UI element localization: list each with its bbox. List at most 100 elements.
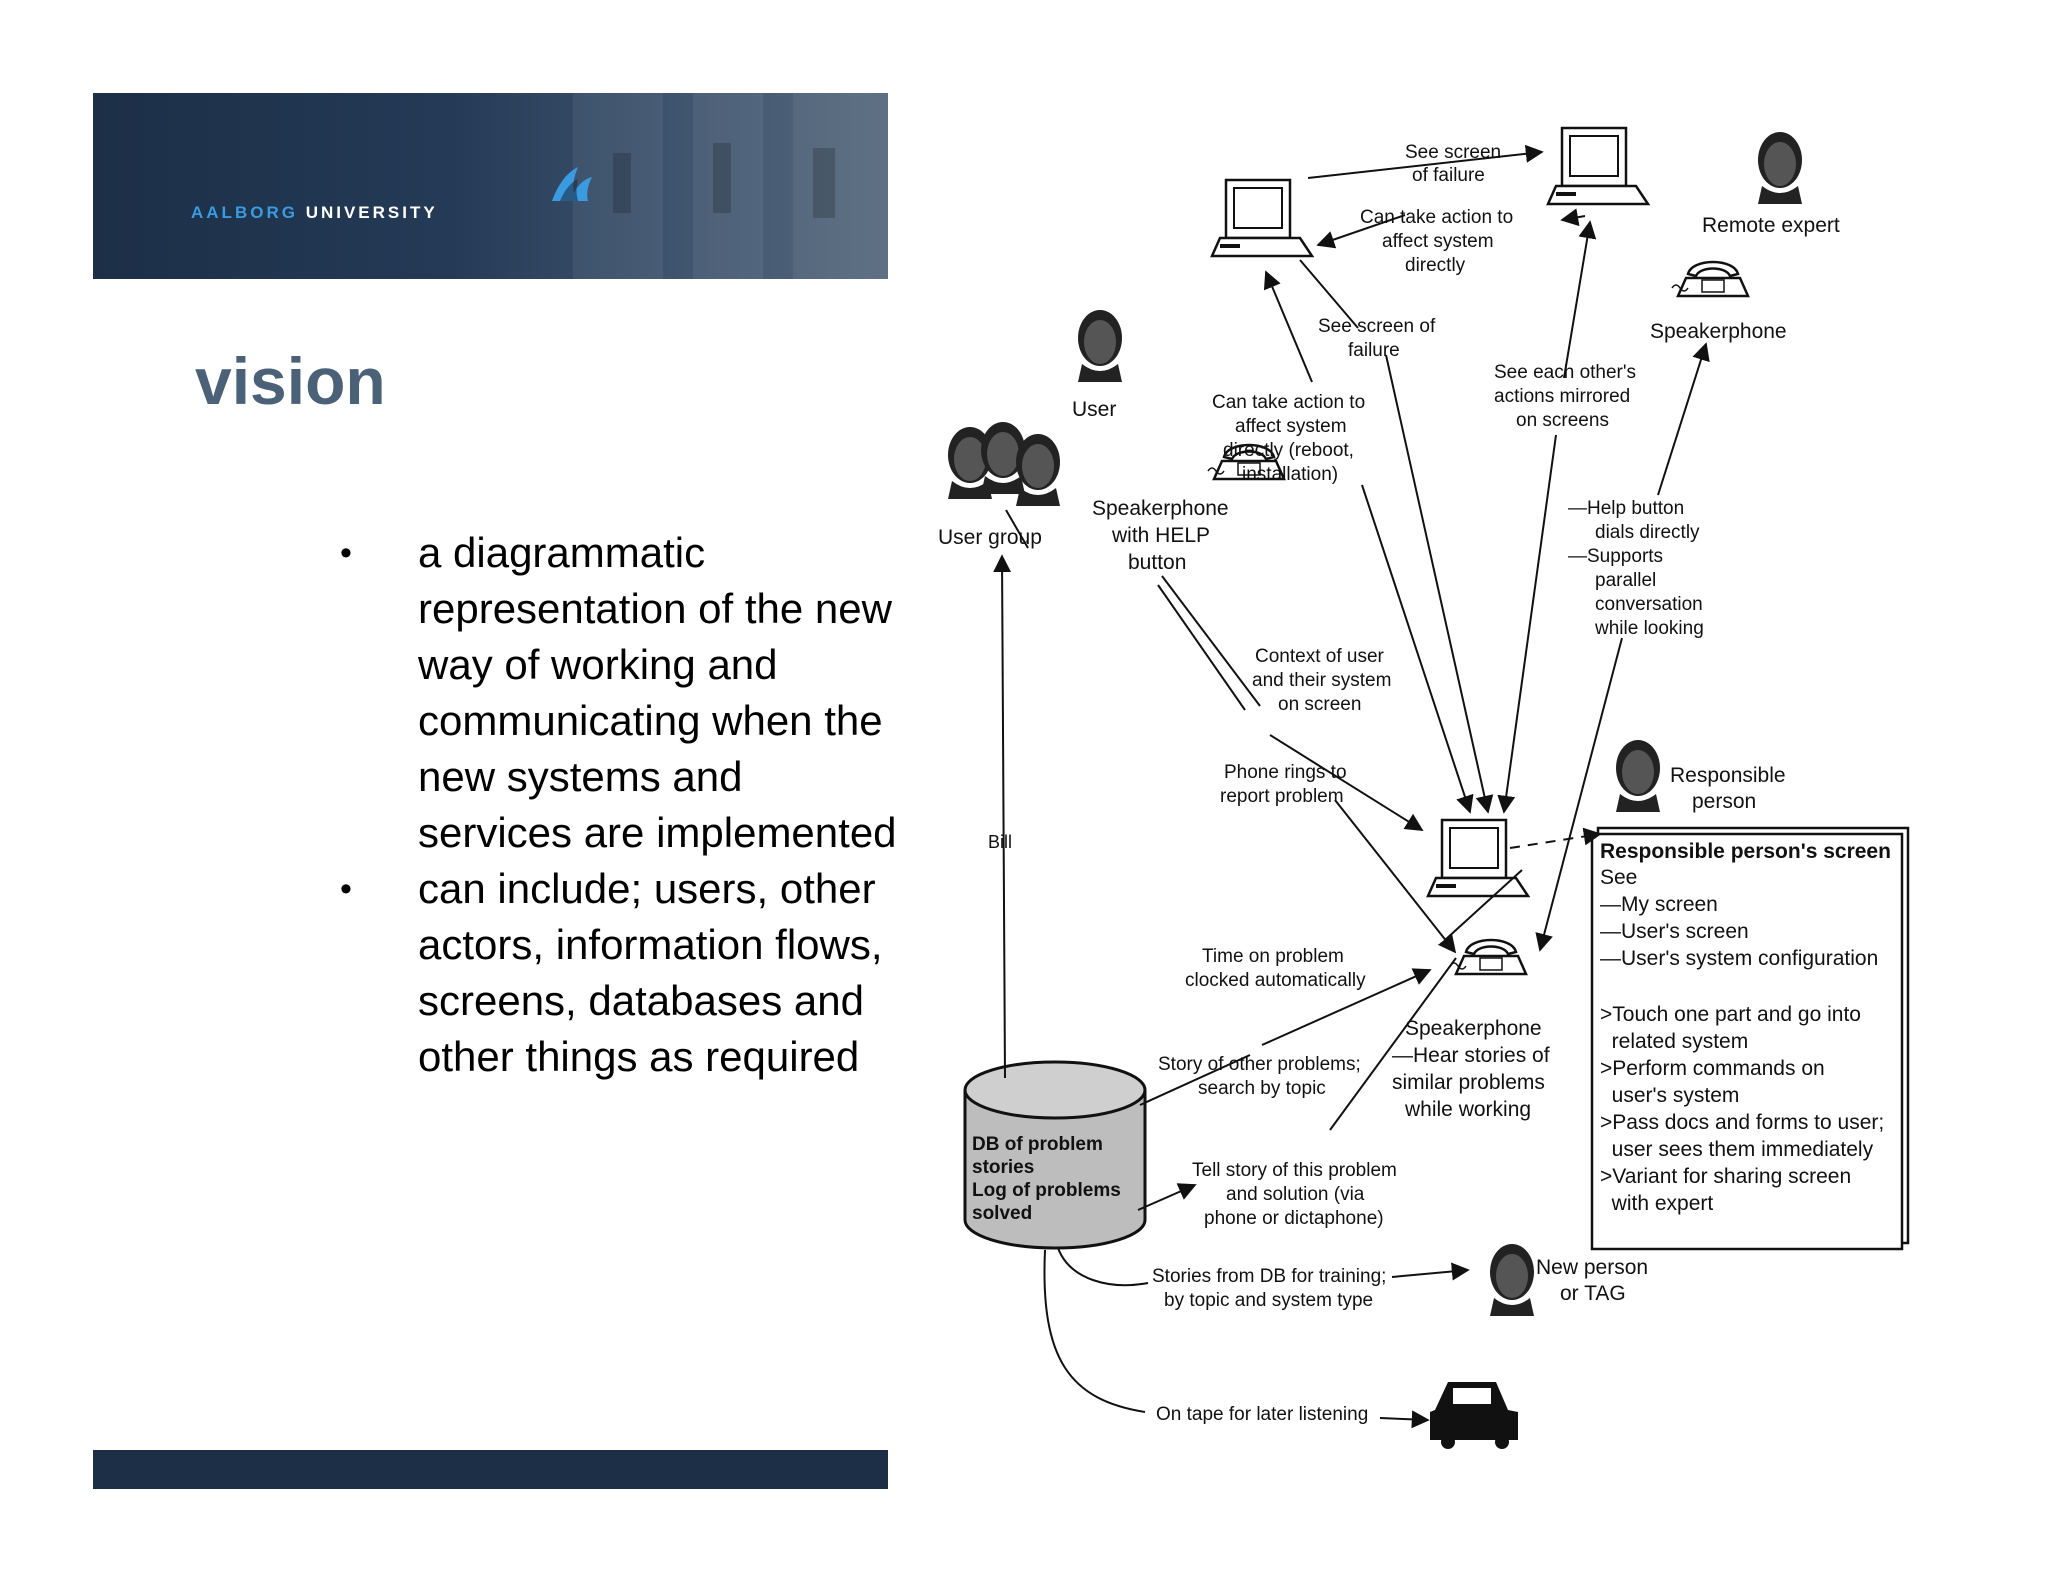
label-line: New person [1536, 1256, 1648, 1279]
label-line: clocked automatically [1185, 970, 1366, 991]
banner-window [813, 148, 835, 218]
label-line: conversation [1595, 594, 1703, 615]
bullet-dot: • [340, 870, 352, 908]
label-line: actions mirrored [1494, 386, 1630, 407]
phone-icon [1448, 938, 1528, 976]
db-label-line: Log of problems [972, 1180, 1121, 1201]
bullet-text: a diagrammatic representation of the new… [418, 529, 897, 856]
new-person-icon [1490, 1244, 1534, 1316]
bullet-item: • a diagrammatic representation of the n… [340, 525, 900, 861]
label-line: Phone rings to [1224, 762, 1347, 783]
label-line: User [1072, 398, 1116, 421]
label-line: directly (reboot, [1223, 440, 1354, 461]
responsible-person-icon [1616, 740, 1660, 812]
bullet-list: • a diagrammatic representation of the n… [340, 525, 900, 1085]
label-line: report problem [1220, 786, 1344, 807]
label-line: failure [1348, 340, 1400, 361]
bullet-dot: • [340, 534, 352, 572]
responsible-screen-line: >Variant for sharing screen [1600, 1165, 1851, 1188]
slide-title: vision [195, 344, 386, 418]
label-line: Context of user [1255, 646, 1385, 667]
car-icon [1430, 1382, 1518, 1449]
banner-window [613, 153, 631, 213]
connector-lines [993, 144, 1710, 1429]
user-group-icon [948, 422, 1060, 506]
label-line: installation) [1242, 464, 1338, 485]
database-icon: DB of problem stories Log of problems so… [963, 1060, 1147, 1250]
responsible-screen-line: See [1600, 866, 1637, 889]
label-line: Story of other problems; [1158, 1054, 1361, 1075]
user-icon [1078, 310, 1122, 382]
label-line: phone or dictaphone) [1204, 1208, 1384, 1229]
label-line: User group [938, 526, 1042, 549]
remote-expert-icon [1758, 132, 1802, 204]
responsible-screen-line: —My screen [1600, 893, 1718, 916]
label-line: —Supports [1568, 546, 1663, 567]
label-line: Can take action to [1212, 392, 1365, 413]
label-line: —Help button [1568, 498, 1684, 519]
label-line: See each other's [1494, 362, 1636, 383]
responsible-screen-line: —User's system configuration [1600, 947, 1878, 970]
label-line: affect system [1382, 231, 1494, 252]
responsible-screen-line: >Perform commands on [1600, 1057, 1825, 1080]
db-label-line: solved [972, 1203, 1032, 1224]
label-line: directly [1405, 255, 1466, 276]
label-line: Can take action to [1360, 207, 1513, 228]
responsible-screen-line: with expert [1600, 1192, 1713, 1215]
label-line: or TAG [1560, 1282, 1626, 1305]
responsible-screen-line: —User's screen [1600, 920, 1749, 943]
banner-building-shape [793, 93, 888, 279]
label-line: person [1692, 790, 1756, 813]
banner-window [713, 143, 731, 213]
responsible-screen-line: user sees them immediately [1600, 1138, 1874, 1161]
label-line: See screen [1405, 142, 1501, 163]
label-line: similar problems [1392, 1071, 1545, 1094]
label-line: Stories from DB for training; [1152, 1266, 1386, 1287]
logo-word-aalborg: AALBORG [191, 203, 298, 222]
computer-icon [1426, 818, 1530, 898]
label-line: dials directly [1595, 522, 1700, 543]
responsible-screen-line: >Touch one part and go into [1600, 1003, 1861, 1026]
label-line: Time on problem [1202, 946, 1344, 967]
label-line: parallel [1595, 570, 1656, 591]
bullet-item: • can include; users, other actors, info… [340, 861, 900, 1085]
computer-icon [1210, 178, 1314, 258]
label-line: See screen of [1318, 316, 1436, 337]
label-line: and solution (via [1226, 1184, 1365, 1205]
label-line: Bill [988, 832, 1012, 852]
label-line: Remote expert [1702, 214, 1840, 237]
label-line: Speakerphone [1092, 497, 1229, 520]
label-line: Speakerphone [1405, 1017, 1542, 1040]
label-line: Responsible [1670, 764, 1786, 787]
responsible-screen-line: related system [1600, 1030, 1748, 1053]
label-line: while working [1404, 1098, 1531, 1121]
label-line: while looking [1594, 618, 1704, 639]
responsible-screen-line: user's system [1600, 1084, 1739, 1107]
phone-icon [1670, 260, 1750, 298]
label-line: and their system [1252, 670, 1391, 691]
header-banner: AALBORG UNIVERSITY [93, 93, 888, 279]
computer-icon [1546, 126, 1650, 206]
responsible-screen-box: Responsible person's screen See —My scre… [1590, 826, 1910, 1251]
label-line: on screen [1278, 694, 1361, 715]
label-line: with HELP [1111, 524, 1210, 547]
db-label-line: stories [972, 1157, 1034, 1178]
logo-word-university: UNIVERSITY [305, 203, 438, 222]
label-line: Speakerphone [1650, 320, 1787, 343]
db-label-line: DB of problem [972, 1134, 1103, 1155]
responsible-screen-line: >Pass docs and forms to user; [1600, 1111, 1884, 1134]
label-line: On tape for later listening [1156, 1404, 1368, 1425]
banner-building-shape [693, 93, 763, 279]
label-line: Tell story of this problem [1192, 1160, 1397, 1181]
label-line: on screens [1516, 410, 1609, 431]
university-name: AALBORG UNIVERSITY [191, 203, 438, 223]
vision-diagram: DB of problem stories Log of problems so… [938, 126, 1910, 1449]
bullet-text: can include; users, other actors, inform… [418, 865, 883, 1080]
label-line: of failure [1412, 165, 1485, 186]
label-line: button [1128, 551, 1186, 574]
label-line: search by topic [1198, 1078, 1326, 1099]
label-line: by topic and system type [1164, 1290, 1373, 1311]
footer-bar [93, 1450, 888, 1489]
aalborg-logo-icon [552, 167, 592, 201]
label-line: —Hear stories of [1392, 1044, 1550, 1067]
